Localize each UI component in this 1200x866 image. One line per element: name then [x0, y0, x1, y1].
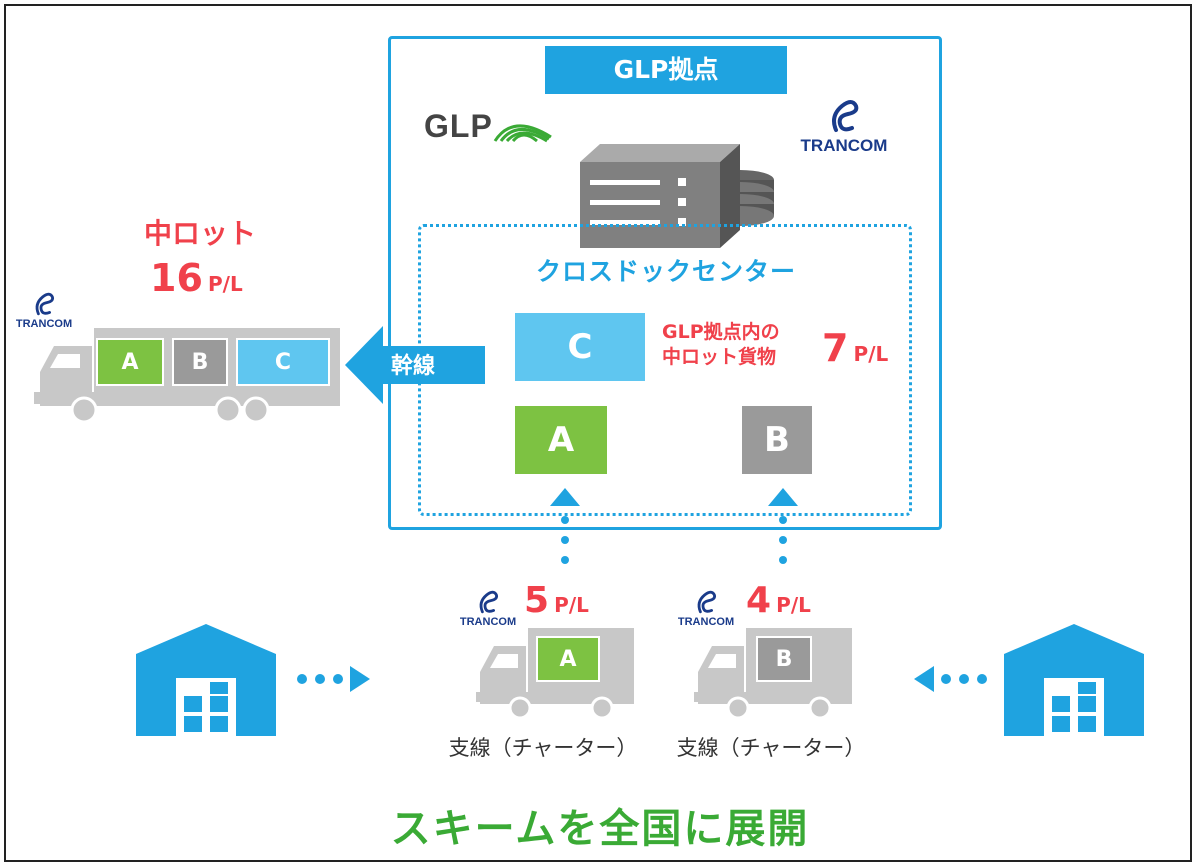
trancom-logo-branch-a: TRANCOM [458, 588, 518, 628]
internal-cargo-label: GLP拠点内の 中ロット貨物 [662, 320, 780, 370]
trancom-logo-branch-b: TRANCOM [676, 588, 736, 628]
hub-title: GLP拠点 [545, 46, 787, 94]
glp-logo: GLP [424, 108, 553, 145]
crossdock-title: クロスドックセンター [535, 257, 796, 286]
branch-b-qty-unit: P/L [776, 593, 811, 617]
footer-headline: スキームを全国に展開 [390, 806, 810, 852]
trunk-cargo-b: B [172, 338, 228, 386]
cargo-box-a: A [515, 406, 607, 474]
branch-a-cargo: A [536, 636, 600, 682]
server-building-icon [580, 144, 774, 248]
internal-qty: 7 P/L [822, 326, 888, 370]
branch-b-label: 支線（チャーター） [676, 736, 866, 760]
trunk-arrow-icon [345, 326, 485, 404]
arrow-up-b-icon [768, 488, 798, 564]
glp-logo-text: GLP [424, 108, 493, 144]
trancom-logo-text: TRANCOM [800, 136, 888, 155]
branch-a-label: 支線（チャーター） [448, 736, 638, 760]
internal-line1: GLP拠点内の [662, 321, 780, 343]
cargo-box-b: B [742, 406, 812, 474]
internal-qty-unit: P/L [853, 342, 889, 366]
trunk-label: 幹線 [391, 354, 436, 379]
arrow-up-a-icon [550, 488, 580, 564]
trunk-lot-title: 中ロット [143, 217, 256, 250]
arrow-left-dotted-icon [914, 666, 987, 692]
cargo-box-c: C [515, 313, 645, 381]
branch-a-qty-unit: P/L [554, 593, 589, 617]
trancom-logo-text: TRANCOM [677, 616, 735, 628]
branch-b-qty-value: 4 [746, 580, 772, 621]
trunk-qty-value: 16 [150, 256, 203, 300]
warehouse-left-icon [136, 624, 276, 736]
trancom-logo-hub: TRANCOM [794, 96, 894, 156]
branch-a-qty-value: 5 [524, 580, 550, 621]
trancom-logo-text: TRANCOM [15, 318, 73, 330]
trunk-cargo-c: C [236, 338, 330, 386]
branch-a-truck-icon [476, 628, 634, 720]
arrow-right-dotted-icon [297, 666, 370, 692]
glp-hub-box [388, 36, 942, 530]
trunk-arrow: 幹線 [345, 326, 485, 404]
warehouse-right-icon [1004, 624, 1144, 736]
trunk-qty-unit: P/L [207, 272, 243, 296]
trunk-cargo-a: A [96, 338, 164, 386]
internal-line2: 中ロット貨物 [662, 346, 777, 368]
branch-b-cargo: B [756, 636, 812, 682]
trancom-logo-trunk: TRANCOM [14, 290, 74, 330]
trancom-mark-icon [697, 590, 717, 614]
branch-a-qty: 5 P/L [524, 580, 589, 621]
trancom-mark-icon [832, 100, 859, 132]
trancom-mark-icon [479, 590, 499, 614]
diagram-frame [4, 4, 1192, 862]
internal-qty-value: 7 [822, 326, 849, 370]
branch-b-qty: 4 P/L [746, 580, 811, 621]
glp-leaf-icon [493, 123, 552, 142]
trancom-mark-icon [35, 292, 55, 316]
trancom-logo-text: TRANCOM [459, 616, 517, 628]
trunk-qty: 16 P/L [150, 256, 243, 300]
